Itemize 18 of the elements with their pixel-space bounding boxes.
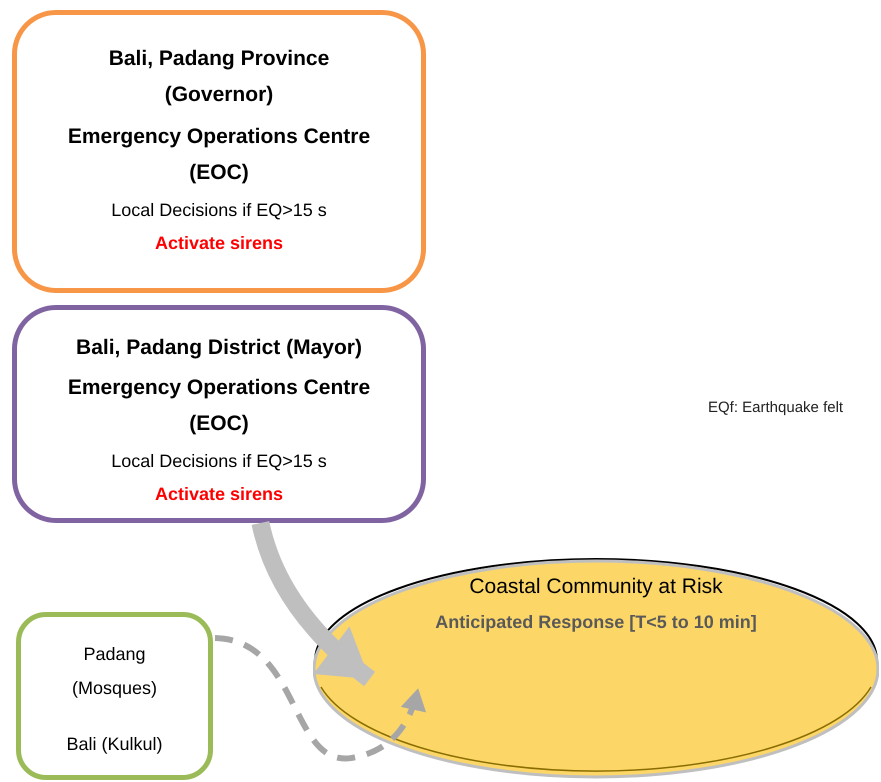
rounded-box — [12, 10, 426, 293]
node-title: Padang (Mosques) — [70, 643, 158, 700]
arrow — [214, 635, 426, 762]
node-text: Local Decisions if EQ>15 s — [111, 450, 327, 473]
node-text: Anticipated Response [T<5 to 10 min] — [435, 610, 757, 634]
node-text: Emergency Operations Centre (EOC) — [66, 375, 372, 437]
node-text: Activate sirens — [154, 232, 284, 255]
node-text: Activate sirens — [154, 483, 284, 506]
node-title: Bali, Padang District (Mayor) — [75, 335, 363, 361]
node-title: Bali, Padang Province (Governor) — [108, 46, 330, 108]
node-text: Bali (Kulkul) — [66, 733, 163, 756]
note-text: EQf: Earthquake felt — [708, 398, 844, 418]
rounded-box — [12, 305, 426, 523]
arrow — [252, 520, 376, 686]
rounded-box — [16, 612, 213, 780]
node-text: Local Decisions if EQ>15 s — [111, 199, 327, 222]
node-text: Emergency Operations Centre (EOC) — [66, 124, 372, 186]
node-title: Coastal Community at Risk — [469, 574, 723, 600]
